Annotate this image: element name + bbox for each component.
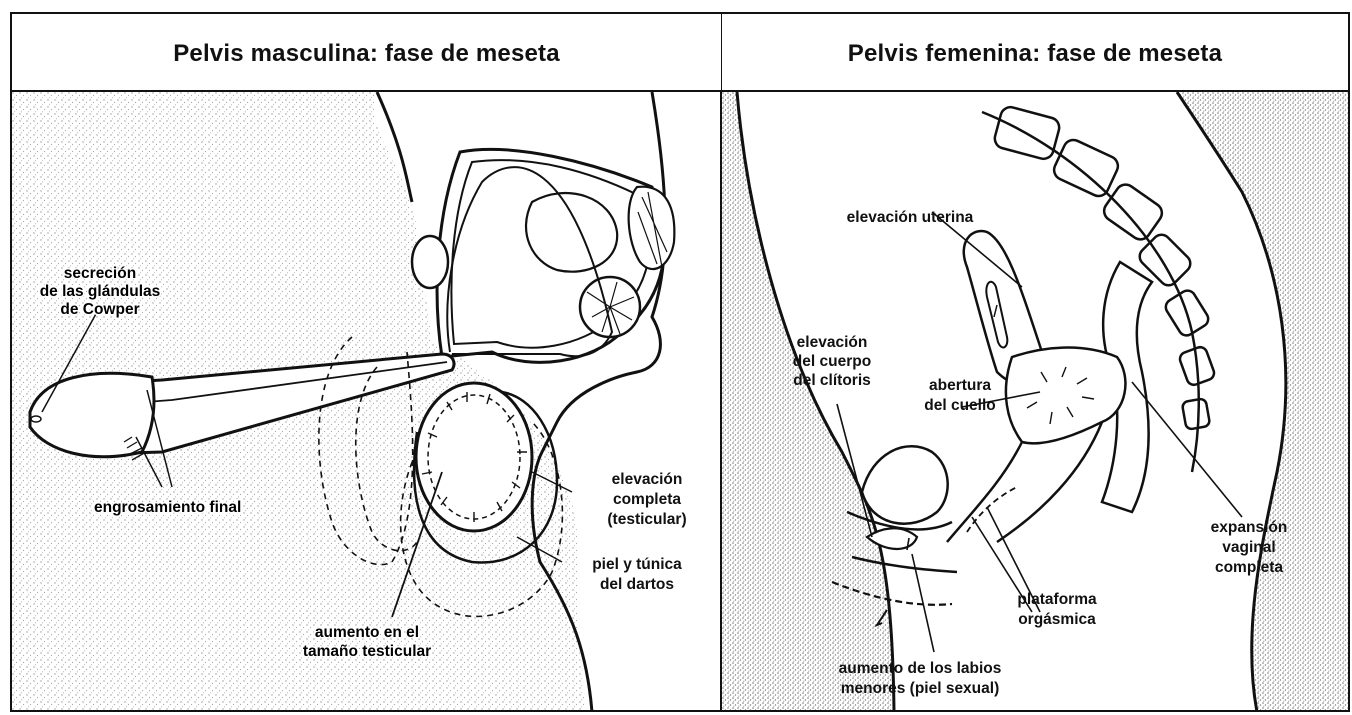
label-elevation-1: elevación xyxy=(612,471,683,488)
testis xyxy=(416,383,532,531)
label-skin-2: del dartos xyxy=(600,576,674,593)
label-cowper-3: de Cowper xyxy=(60,301,139,318)
male-pelvis-illustration: secreción de las glándulas de Cowper eng… xyxy=(12,92,721,710)
label-elevation-3: (testicular) xyxy=(607,511,686,528)
female-pelvis-illustration: elevación uterina elevación del cuerpo d… xyxy=(722,92,1348,710)
label-vaginal-3: completa xyxy=(1215,559,1283,576)
label-cowper-1: secreción xyxy=(64,265,136,282)
male-panel-header: Pelvis masculina: fase de meseta xyxy=(12,14,721,92)
label-clitoris-1: elevación xyxy=(797,334,868,351)
label-labia-2: menores (piel sexual) xyxy=(841,680,1000,697)
label-platform-1: plataforma xyxy=(1017,591,1097,608)
female-pelvis-panel: Pelvis femenina: fase de meseta xyxy=(720,12,1350,712)
label-clitoris-3: del clítoris xyxy=(793,372,871,389)
male-panel-title: Pelvis masculina: fase de meseta xyxy=(12,40,721,68)
male-pelvis-panel: Pelvis masculina: fase de meseta xyxy=(10,12,723,712)
label-platform-2: orgásmica xyxy=(1018,611,1096,628)
label-size-1: aumento en el xyxy=(315,624,419,641)
label-cowper-2: de las glándulas xyxy=(40,283,161,300)
label-clitoris-2: del cuerpo xyxy=(793,353,871,370)
label-thickening: engrosamiento final xyxy=(94,499,241,516)
pubic-bone xyxy=(412,236,448,288)
label-size-2: tamaño testicular xyxy=(303,643,431,660)
label-vaginal-2: vaginal xyxy=(1222,539,1275,556)
label-skin-1: piel y túnica xyxy=(592,556,682,573)
label-cervix-2: del cuello xyxy=(924,397,996,414)
label-cervix-1: abertura xyxy=(929,377,991,394)
female-bladder xyxy=(862,446,948,523)
label-labia-1: aumento de los labios xyxy=(839,660,1002,677)
female-panel-title: Pelvis femenina: fase de meseta xyxy=(722,40,1348,68)
label-vaginal-1: expansión xyxy=(1211,519,1288,536)
female-panel-header: Pelvis femenina: fase de meseta xyxy=(722,14,1348,92)
label-uterine: elevación uterina xyxy=(847,209,974,226)
female-left-stipple xyxy=(722,92,892,712)
label-elevation-2: completa xyxy=(613,491,681,508)
